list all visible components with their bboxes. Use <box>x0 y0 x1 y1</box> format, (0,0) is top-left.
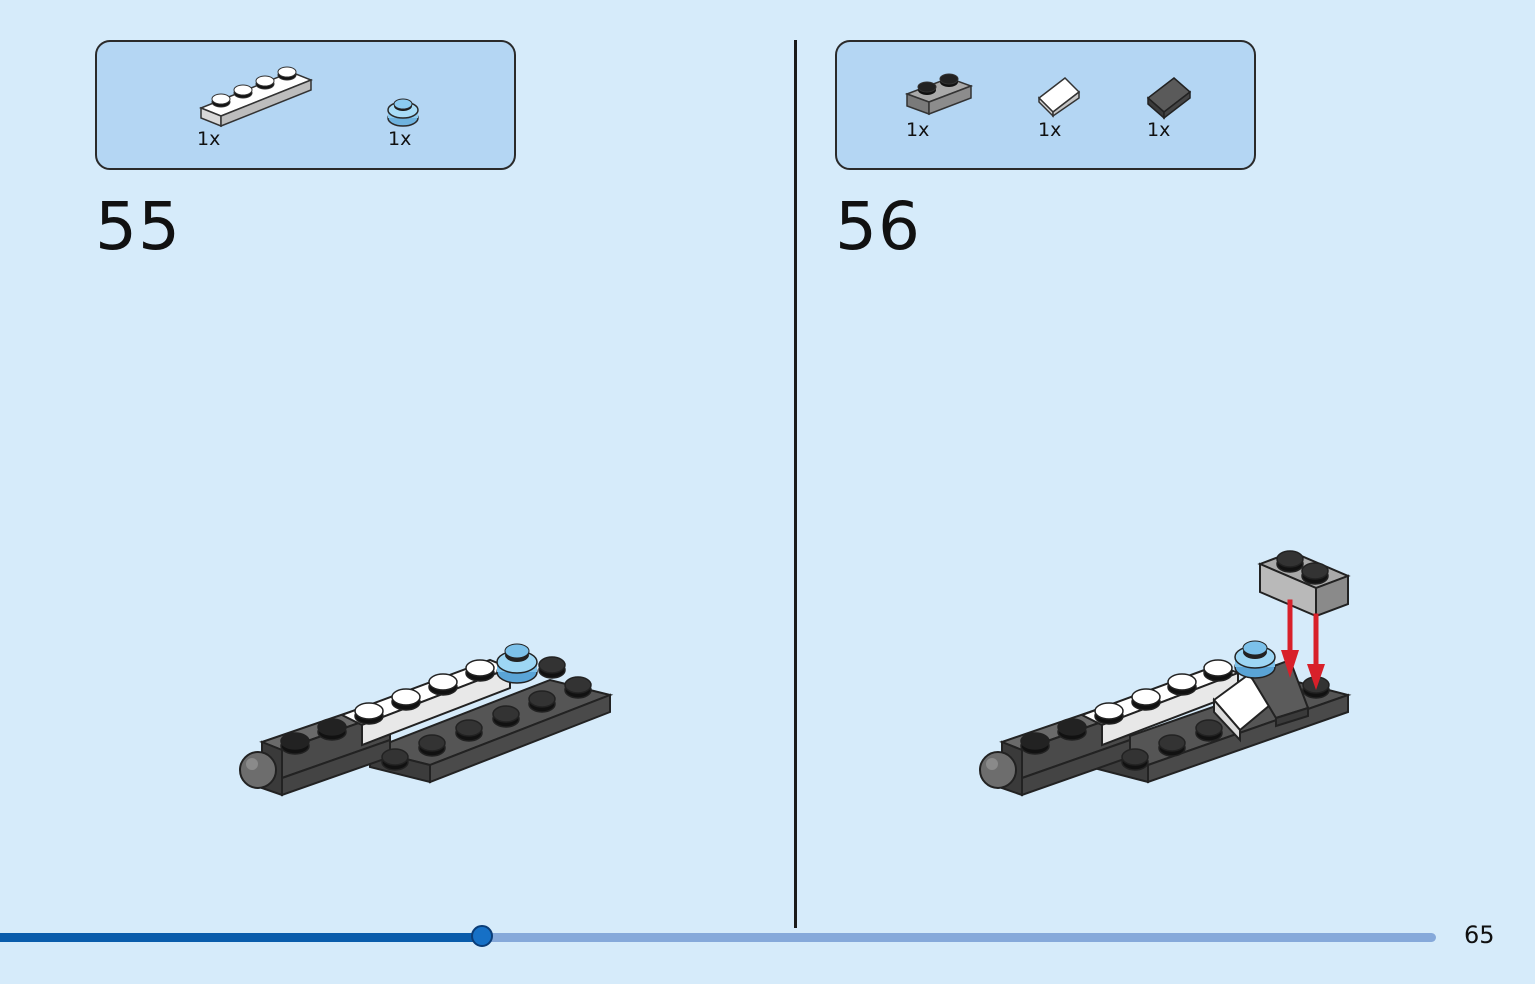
progress-track <box>0 933 1436 942</box>
grey-plate-1x2-icon <box>904 73 974 116</box>
parts-callout-step-55: 1x 1x <box>95 40 516 170</box>
page-number: 65 <box>1464 921 1495 949</box>
part-quantity: 1x <box>906 119 930 141</box>
part-quantity: 1x <box>1038 119 1062 141</box>
step-number: 56 <box>835 188 921 265</box>
part-quantity: 1x <box>1147 119 1171 141</box>
white-slope-icon <box>1037 77 1081 118</box>
trans-light-blue-round-plate-icon <box>387 98 419 127</box>
placement-arrows <box>1281 599 1325 690</box>
progress-fill <box>0 933 482 942</box>
part-quantity: 1x <box>197 128 221 150</box>
progress-knob <box>471 925 493 947</box>
build-model-step-56 <box>979 550 1352 797</box>
part-quantity: 1x <box>388 128 412 150</box>
build-model-step-55 <box>239 643 614 797</box>
step-number: 55 <box>95 188 181 265</box>
parts-callout-step-56: 1x 1x 1x <box>835 40 1256 170</box>
white-plate-1x4-icon <box>198 66 314 128</box>
dark-grey-slope-icon <box>1146 77 1192 120</box>
page-divider <box>794 40 797 928</box>
